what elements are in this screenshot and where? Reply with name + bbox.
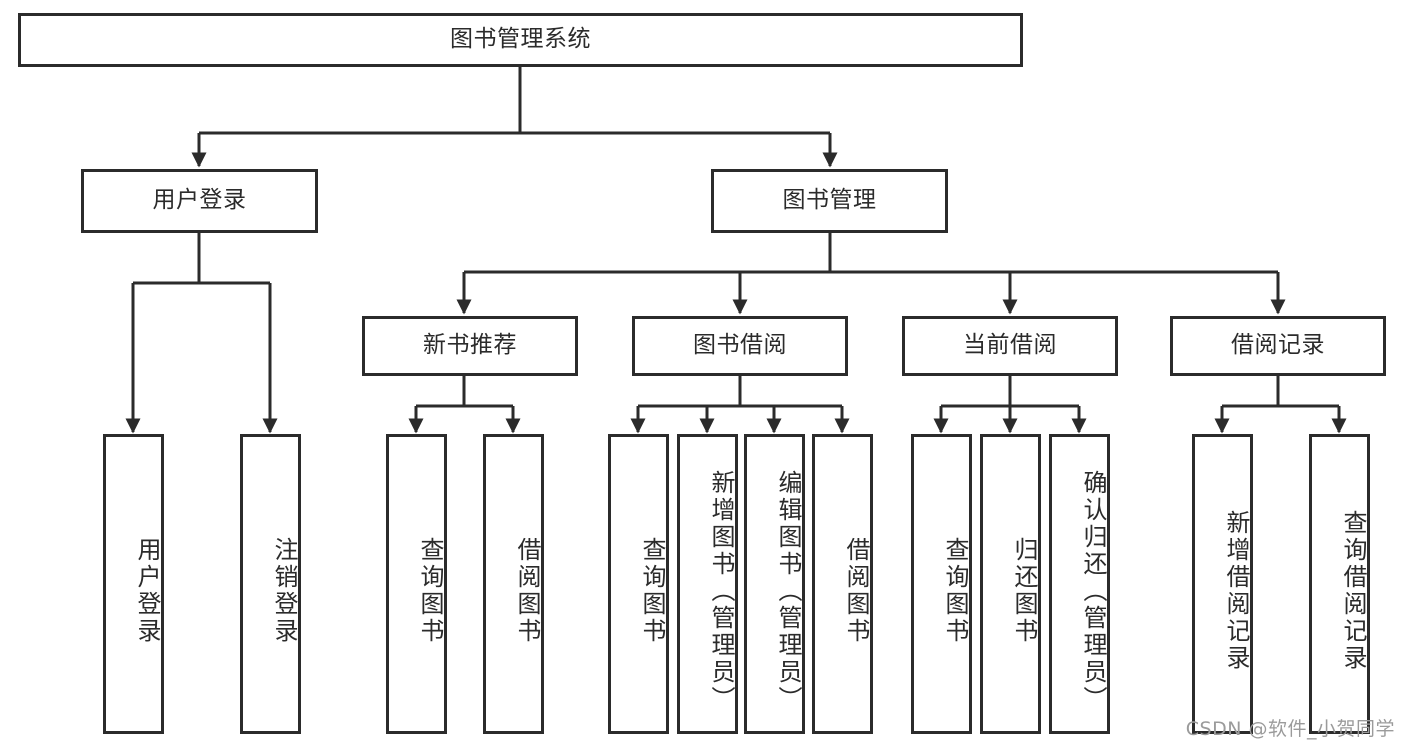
leaf-label: 查询借阅记录 <box>1339 510 1367 672</box>
node-root[interactable]: 图书管理系统 <box>18 13 1023 67</box>
leaf-book-borrow-edit[interactable]: 编辑图书（管理员） <box>744 434 805 734</box>
node-current-borrow-label: 当前借阅 <box>963 332 1057 359</box>
leaf-label: 借阅图书 <box>513 537 541 645</box>
leaf-label: 用户登录 <box>133 537 161 645</box>
node-user-login-label: 用户登录 <box>152 187 247 214</box>
leaf-label: 新增图书（管理员） <box>707 469 735 713</box>
leaf-user-login-login[interactable]: 用户登录 <box>103 434 164 734</box>
leaf-label: 注销登录 <box>270 537 298 645</box>
leaf-label: 查询图书 <box>638 537 666 645</box>
leaf-new-book-borrow[interactable]: 借阅图书 <box>483 434 544 734</box>
leaf-book-borrow-add[interactable]: 新增图书（管理员） <box>677 434 738 734</box>
leaf-user-login-logout[interactable]: 注销登录 <box>240 434 301 734</box>
node-book-borrow-label: 图书借阅 <box>693 332 787 359</box>
watermark: CSDN @软件_小贺同学 <box>1185 718 1395 740</box>
node-borrow-record[interactable]: 借阅记录 <box>1170 316 1386 376</box>
node-book-borrow[interactable]: 图书借阅 <box>632 316 848 376</box>
leaf-label: 归还图书 <box>1010 537 1038 645</box>
node-book-management[interactable]: 图书管理 <box>711 169 948 233</box>
leaf-label: 借阅图书 <box>842 537 870 645</box>
node-user-login[interactable]: 用户登录 <box>81 169 318 233</box>
leaf-label: 新增借阅记录 <box>1222 510 1250 672</box>
leaf-borrow-record-query[interactable]: 查询借阅记录 <box>1309 434 1370 734</box>
leaf-book-borrow-query[interactable]: 查询图书 <box>608 434 669 734</box>
leaf-current-borrow-return[interactable]: 归还图书 <box>980 434 1041 734</box>
leaf-current-borrow-confirm[interactable]: 确认归还（管理员） <box>1049 434 1110 734</box>
leaf-new-book-query[interactable]: 查询图书 <box>386 434 447 734</box>
leaf-borrow-record-add[interactable]: 新增借阅记录 <box>1192 434 1253 734</box>
leaf-book-borrow-lend[interactable]: 借阅图书 <box>812 434 873 734</box>
node-borrow-record-label: 借阅记录 <box>1231 332 1325 359</box>
node-current-borrow[interactable]: 当前借阅 <box>902 316 1118 376</box>
node-new-book-recommend-label: 新书推荐 <box>423 332 517 359</box>
leaf-label: 查询图书 <box>941 537 969 645</box>
leaf-label: 确认归还（管理员） <box>1079 469 1107 713</box>
leaf-current-borrow-query[interactable]: 查询图书 <box>911 434 972 734</box>
leaf-label: 编辑图书（管理员） <box>774 469 802 713</box>
leaf-label: 查询图书 <box>416 537 444 645</box>
node-book-management-label: 图书管理 <box>782 187 877 214</box>
node-new-book-recommend[interactable]: 新书推荐 <box>362 316 578 376</box>
node-root-label: 图书管理系统 <box>450 26 591 53</box>
